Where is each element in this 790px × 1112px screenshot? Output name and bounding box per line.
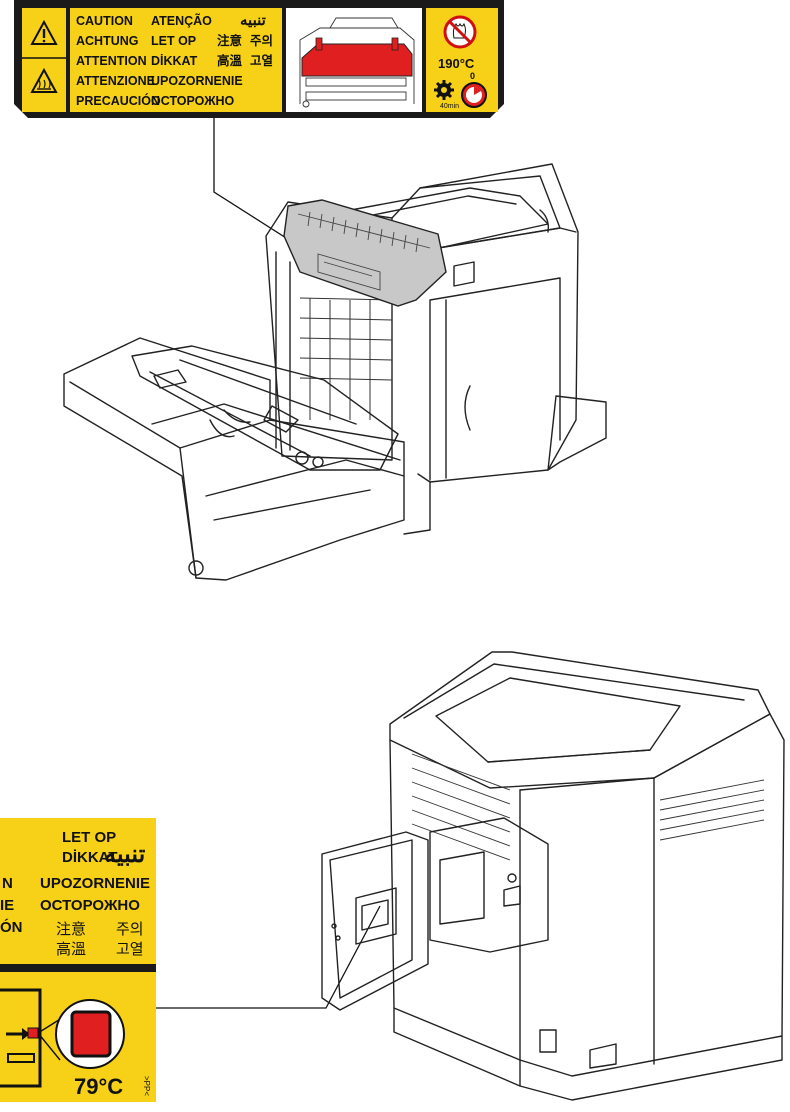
bottom-label-partial-2: IE xyxy=(0,897,14,914)
bottom-label-ko-hot: 고열 xyxy=(116,941,144,958)
printer-front-open xyxy=(63,163,607,581)
fuser-unit xyxy=(283,199,447,307)
bottom-label-side-text: >PP< xyxy=(142,1076,151,1096)
bottom-label-ostorozhno: ОСТОРОЖНО xyxy=(40,897,140,914)
label-text-ko-note: 주의 xyxy=(250,33,273,48)
label-text-zh-hot: 高溫 xyxy=(217,53,243,68)
warning-triangle-icon xyxy=(30,19,58,45)
cooldown-value: 0 xyxy=(470,71,475,81)
label-text-caution: CAUTION xyxy=(76,14,133,28)
bottom-label-zh-hot: 高溫 xyxy=(56,941,86,958)
label-text-dikkat: DİKKAT xyxy=(151,53,198,68)
label-text-ostorozhno: ОСТОРОЖНО xyxy=(151,94,235,108)
label-text-precaucion: PRECAUCIÓN xyxy=(76,93,160,108)
hot-surface-icon xyxy=(30,67,58,93)
top-label-text-panel xyxy=(70,8,282,112)
label-text-zh-note: 注意 xyxy=(217,33,242,48)
gear-icon xyxy=(434,80,454,100)
timer-icon xyxy=(461,82,487,108)
bottom-label-ko-note: 주의 xyxy=(116,921,144,938)
bottom-callout-pointer xyxy=(156,905,381,1009)
bottom-label-zh-note: 注意 xyxy=(56,920,86,938)
top-warning-label: CAUTION ATENÇÃO تنبيه ACHTUNG LET OP 注意 … xyxy=(14,0,504,118)
bottom-label-let-op: LET OP xyxy=(62,829,116,846)
bottom-label-text-panel xyxy=(0,818,156,964)
label-text-attenzione: ATTENZIONE xyxy=(76,74,155,88)
no-touch-icon xyxy=(443,15,477,49)
label-text-achtung: ACHTUNG xyxy=(76,34,139,48)
bottom-label-partial-3: ÓN xyxy=(0,918,23,936)
top-label-temperature: 190°C xyxy=(438,56,475,71)
bottom-label-partial-1: N xyxy=(2,875,13,892)
label-text-let-op: LET OP xyxy=(151,34,196,48)
bottom-label-dikkat: DİKKAT xyxy=(62,849,118,866)
bottom-label-upozornenie: UPOZORNENIE xyxy=(40,875,150,892)
label-text-upozornenie: UPOZORNENIE xyxy=(151,74,243,88)
small-indicator-icon xyxy=(27,1027,39,1039)
top-label-icons-panel xyxy=(22,8,66,112)
label-text-ko-hot: 고열 xyxy=(250,53,273,68)
label-text-atencao: ATENÇÃO xyxy=(151,13,212,28)
bottom-label-arabic: تنبيه xyxy=(104,841,146,868)
bottom-label-temperature: 79°C xyxy=(74,1074,123,1099)
cooldown-time: 40min xyxy=(440,103,459,110)
indicator-illustration xyxy=(0,988,125,1088)
printer-rear-open xyxy=(321,651,785,1101)
fuser-illustration xyxy=(299,17,415,108)
label-text-attention: ATTENTION xyxy=(76,54,147,68)
bottom-warning-label: LET OP تنبيه DİKKAT N UPOZORNENIE IE ОСТ… xyxy=(0,818,156,1102)
large-indicator-icon xyxy=(70,1010,112,1058)
label-text-arabic: تنبيه xyxy=(240,12,266,29)
